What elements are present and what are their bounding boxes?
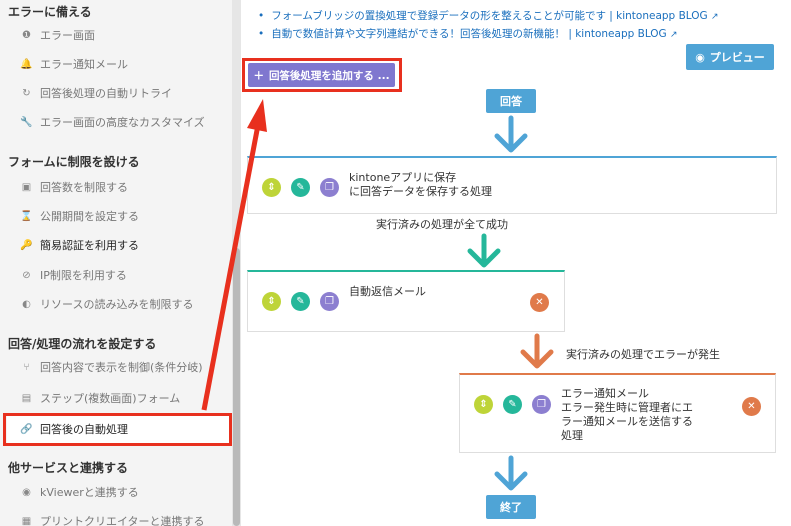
sidebar-item-limit-answers[interactable]: ▣回答数を制限する — [21, 181, 128, 194]
flow-card-error-mail[interactable]: ⇕ ✎ ❐ エラー通知メール エラー発生時に管理者にエ ラー通知メールを送信する… — [459, 373, 776, 453]
link-icon: 🔗 — [20, 423, 33, 435]
edit-icon[interactable]: ✎ — [503, 395, 522, 414]
arrow-down-icon — [494, 115, 528, 153]
flow-start-node: 回答 — [486, 89, 536, 113]
move-icon[interactable]: ⇕ — [474, 395, 493, 414]
sidebar-item-post-processing[interactable]: 🔗回答後の自動処理 — [7, 415, 231, 443]
arrow-down-icon — [520, 333, 554, 369]
card-title: エラー通知メール — [561, 387, 649, 400]
external-link-icon: ↗ — [711, 12, 719, 22]
inbox-icon: ▣ — [21, 181, 32, 193]
hourglass-icon: ⌛ — [20, 210, 33, 222]
card-description-line: ラー通知メールを送信する — [561, 415, 693, 428]
sidebar-section-title: 回答/処理の流れを設定する — [8, 337, 157, 351]
card-title: kintoneアプリに保存 — [349, 171, 457, 184]
related-link-2[interactable]: •自動で数値計算や文字列連結ができる！回答後処理の新機能！ | kintonea… — [258, 28, 678, 40]
plus-icon: ＋ — [253, 69, 264, 82]
flow-card-kintone-save[interactable]: ⇕ ✎ ❐ kintoneアプリに保存 に回答データを保存する処理 — [247, 156, 777, 214]
copy-icon[interactable]: ❐ — [532, 395, 551, 414]
arrow-down-icon — [467, 233, 501, 268]
close-icon[interactable]: ✕ — [530, 293, 549, 312]
condition-label-success: 実行済みの処理が全て成功 — [376, 218, 508, 231]
sidebar-item-period[interactable]: ⌛公開期間を設定する — [20, 210, 139, 223]
card-description: に回答データを保存する処理 — [349, 185, 492, 198]
sidebar-item-conditional[interactable]: ⑂回答内容で表示を制御(条件分岐) — [20, 356, 230, 378]
sidebar-section-title: フォームに制限を設ける — [8, 155, 140, 169]
condition-label-error: 実行済みの処理でエラーが発生 — [566, 348, 720, 361]
bullet: • — [258, 10, 265, 22]
key-icon: 🔑 — [20, 239, 33, 251]
sidebar-item-error-mail[interactable]: 🔔エラー通知メール — [20, 58, 128, 71]
sidebar-item-kviewer[interactable]: ◉kViewerと連携する — [20, 481, 230, 503]
copy-icon[interactable]: ❐ — [320, 292, 339, 311]
move-icon[interactable]: ⇕ — [262, 292, 281, 311]
shield-icon: ◐ — [22, 298, 31, 310]
add-post-process-button[interactable]: ＋回答後処理を追加する ... — [248, 63, 395, 87]
sidebar-item-ip-limit[interactable]: ⊘IP制限を利用する — [20, 264, 230, 286]
sidebar-item-simple-auth[interactable]: 🔑簡易認証を利用する — [20, 239, 139, 252]
sidebar-section-title: 他サービスと連携する — [8, 461, 129, 475]
move-icon[interactable]: ⇕ — [262, 178, 281, 197]
wrench-icon: 🔧 — [20, 116, 33, 128]
highlight-box-add-button — [242, 58, 402, 92]
highlight-box-sidebar — [3, 413, 232, 446]
close-icon[interactable]: ✕ — [742, 397, 761, 416]
bell-icon: 🔔 — [20, 58, 33, 70]
annotation-arrow — [201, 99, 267, 411]
eye-icon: ◉ — [695, 50, 705, 64]
eye-icon: ◉ — [22, 486, 31, 498]
sidebar-scrollbar-thumb[interactable] — [233, 248, 240, 526]
sidebar-item-error-customize[interactable]: 🔧エラー画面の高度なカスタマイズ — [20, 116, 205, 129]
card-title: 自動返信メール — [349, 285, 426, 298]
bullet: • — [258, 28, 265, 40]
sidebar-item-auto-retry[interactable]: ↻回答後処理の自動リトライ — [20, 82, 230, 104]
retry-icon: ↻ — [22, 87, 31, 99]
ban-icon: ⊘ — [22, 269, 31, 281]
edit-icon[interactable]: ✎ — [291, 178, 310, 197]
copy-icon[interactable]: ❐ — [320, 178, 339, 197]
edit-icon[interactable]: ✎ — [291, 292, 310, 311]
sidebar-section-title: エラーに備える — [8, 5, 92, 19]
sidebar-item-step-form[interactable]: ▤ステップ(複数画面)フォーム — [21, 392, 181, 405]
related-link-1[interactable]: •フォームブリッジの置換処理で登録データの形を整えることが可能です | kint… — [258, 10, 719, 22]
card-description-line: エラー発生時に管理者にエ — [561, 401, 693, 414]
sidebar-item-resource-limit[interactable]: ◐リソースの読み込みを制限する — [20, 293, 230, 315]
flow-end-node: 終了 — [486, 495, 536, 519]
card-description-line: 処理 — [561, 429, 583, 442]
info-circle-icon: ❶ — [22, 29, 31, 41]
related-links: •フォームブリッジの置換処理で登録データの形を整えることが可能です | kint… — [258, 8, 719, 44]
arrow-down-icon — [494, 455, 528, 491]
print-icon: ▦ — [21, 515, 32, 526]
flow-card-auto-reply[interactable]: ⇕ ✎ ❐ 自動返信メール ✕ — [247, 270, 565, 332]
steps-icon: ▤ — [21, 392, 32, 404]
branch-icon: ⑂ — [23, 361, 30, 373]
preview-button[interactable]: ◉プレビュー — [686, 44, 774, 70]
external-link-icon: ↗ — [670, 30, 678, 40]
sidebar-item-print-creator[interactable]: ▦プリントクリエイターと連携する — [21, 515, 205, 526]
